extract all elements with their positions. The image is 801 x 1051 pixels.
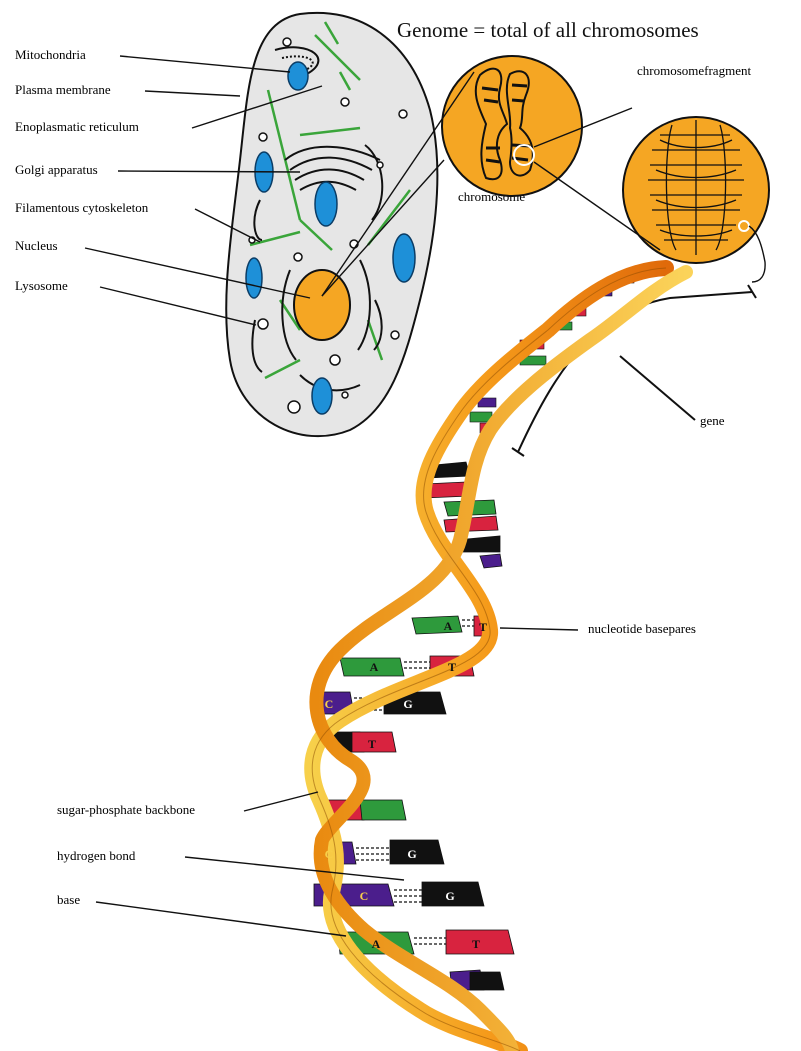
chromosome-fragment-circle [623, 117, 769, 263]
base-letter-t3: T [368, 737, 376, 751]
chromosome-circle [442, 56, 582, 196]
base-letter-a2: A [370, 660, 379, 674]
base-letter-a1: A [444, 619, 453, 633]
base-letter-g2: G [407, 847, 416, 861]
base-letter-c3: C [360, 889, 369, 903]
base-letter-a3: A [372, 937, 381, 951]
base-letter-t4: T [472, 937, 480, 951]
base-letter-t2: T [448, 660, 456, 674]
base-letter-g3: G [445, 889, 454, 903]
base-letter-c2: C [325, 847, 334, 861]
nucleus [294, 270, 350, 340]
base-letter-g1: G [403, 697, 412, 711]
cell [226, 13, 437, 436]
base-letter-c1: C [325, 697, 334, 711]
plasma-membrane [226, 13, 437, 436]
base-letter-t1: T [479, 620, 487, 634]
